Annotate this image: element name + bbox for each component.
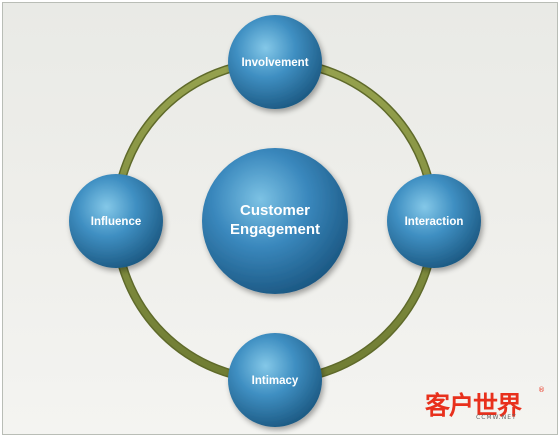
center-label-line1: Customer [240,202,310,219]
watermark-url: CCMW.NET [476,414,517,421]
watermark-brand: 客户世界 [425,391,522,420]
node-top-label: Involvement [241,57,308,69]
ccmw-watermark-logo: 客户世界 ® CCMW.NET [420,382,560,432]
node-right [387,174,481,268]
node-left [69,174,163,268]
watermark-registered-mark: ® [538,386,545,394]
node-bottom-label: Intimacy [252,375,299,387]
center-label-line2: Engagement [230,221,320,238]
node-right-label: Interaction [405,216,464,228]
node-left-label: Influence [91,216,141,228]
engagement-cycle-diagram: Customer Engagement Involvement Interact… [69,15,481,427]
node-bottom [228,333,322,427]
node-top [228,15,322,109]
center-node [202,148,348,294]
